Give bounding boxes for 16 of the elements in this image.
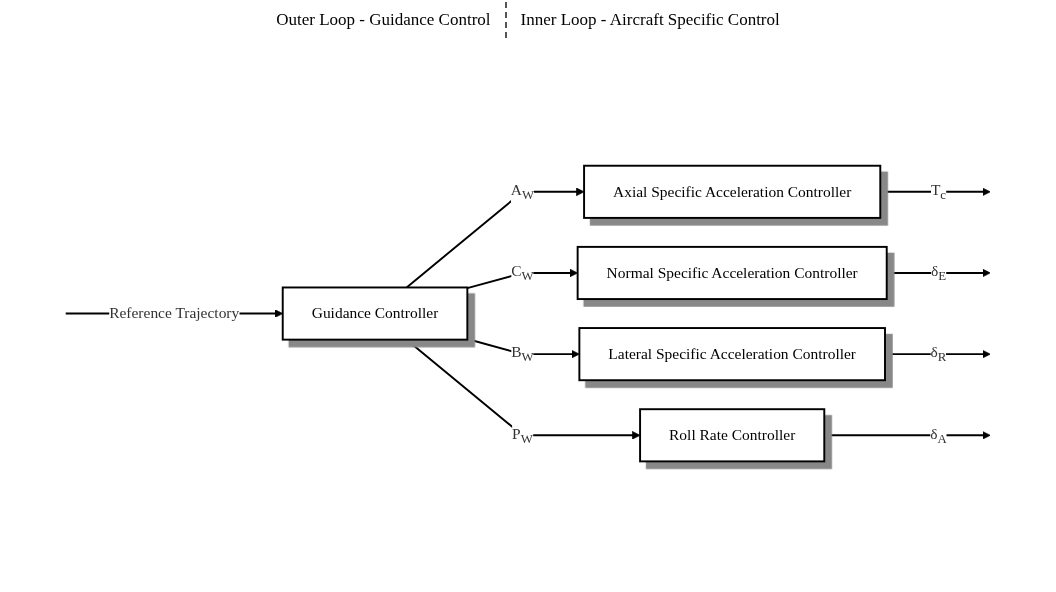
section-heading: Outer Loop - Guidance Control xyxy=(275,10,492,30)
node-box: Axial Specific Acceleration Controller xyxy=(583,165,882,220)
node-box: Guidance Controller xyxy=(281,286,469,342)
node-box: Normal Specific Acceleration Controller xyxy=(576,246,888,301)
edge-label: δ$_{R}$ xyxy=(930,344,947,365)
edge-label: Reference Trajectory xyxy=(109,305,240,322)
edge-label: B$_{W}$ xyxy=(511,344,534,365)
edge-label: C$_{W}$ xyxy=(511,263,534,284)
node-box: Lateral Specific Acceleration Controller xyxy=(578,327,886,382)
section-heading: Inner Loop - Aircraft Specific Control xyxy=(519,10,781,30)
edge-label: A$_{W}$ xyxy=(510,182,535,203)
edge-label: T$_{c}$ xyxy=(930,182,947,203)
edge-label: δ$_{E}$ xyxy=(930,263,947,284)
edge-label: δ$_{A}$ xyxy=(930,425,947,446)
edge-label: P$_{W}$ xyxy=(512,425,533,446)
node-box: Roll Rate Controller xyxy=(639,408,826,463)
